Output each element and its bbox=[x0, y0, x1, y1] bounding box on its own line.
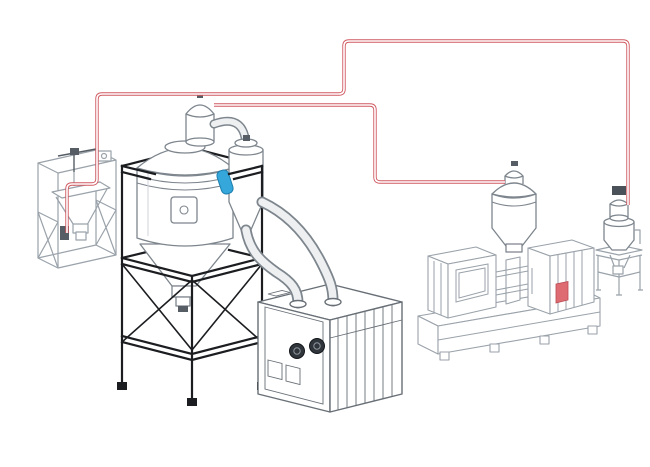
dryer-vent bbox=[267, 359, 283, 381]
loader-lid bbox=[185, 104, 215, 118]
vacuum-conveying-pipe-main bbox=[65, 39, 630, 233]
round-gauge bbox=[289, 343, 305, 359]
bigbag-unloading-station bbox=[37, 148, 117, 269]
stand-foot bbox=[187, 398, 197, 406]
hopper-loader bbox=[185, 93, 215, 147]
cyclone-knob bbox=[243, 135, 250, 141]
station-motor bbox=[97, 150, 112, 162]
stand-foot bbox=[117, 382, 127, 390]
cyclone-filter bbox=[216, 135, 264, 233]
dosing-loader-lid bbox=[609, 199, 629, 207]
receiver-body bbox=[491, 193, 537, 247]
receiver-knob bbox=[511, 161, 518, 166]
drying-hopper bbox=[136, 140, 234, 312]
receiver-cap bbox=[504, 170, 524, 179]
dryer-vent bbox=[285, 364, 301, 386]
station-frame bbox=[37, 149, 117, 269]
hose-flange bbox=[289, 299, 307, 309]
control-panel-red bbox=[555, 281, 569, 304]
safety-guard-window bbox=[455, 263, 489, 303]
hose-flange bbox=[324, 297, 342, 307]
door-knob bbox=[179, 205, 189, 215]
receiver-dome bbox=[491, 182, 537, 198]
round-gauge bbox=[309, 338, 325, 354]
conveying-pipes bbox=[65, 39, 630, 233]
hoist-trolley bbox=[70, 148, 79, 155]
material-pickup-lance bbox=[60, 226, 69, 240]
dosing-table bbox=[595, 244, 643, 296]
cyclone-body bbox=[228, 149, 264, 233]
station-hoist bbox=[57, 148, 97, 186]
receiver-band bbox=[491, 201, 537, 207]
tie-bars bbox=[495, 265, 529, 296]
dryer-side-panel bbox=[329, 301, 403, 413]
process-air-hoses bbox=[240, 196, 342, 309]
stand-braces bbox=[120, 262, 264, 352]
dryer-top-hatch bbox=[267, 290, 291, 297]
clamp-lever-blue bbox=[216, 169, 234, 195]
discharge-valve bbox=[178, 306, 188, 312]
vacuum-conveying-pipe-secondary bbox=[214, 103, 505, 184]
moving-platen bbox=[505, 256, 521, 305]
dosing-motor bbox=[612, 186, 626, 195]
receiver-outlet bbox=[505, 243, 523, 253]
machine-drying-hopper bbox=[491, 161, 537, 253]
injection-molding-machine bbox=[417, 239, 601, 361]
control-cabinet bbox=[527, 239, 595, 315]
dosing-station bbox=[595, 186, 643, 296]
dryer-louvers bbox=[337, 304, 393, 410]
clamp-unit bbox=[427, 246, 497, 319]
access-door bbox=[170, 196, 198, 224]
